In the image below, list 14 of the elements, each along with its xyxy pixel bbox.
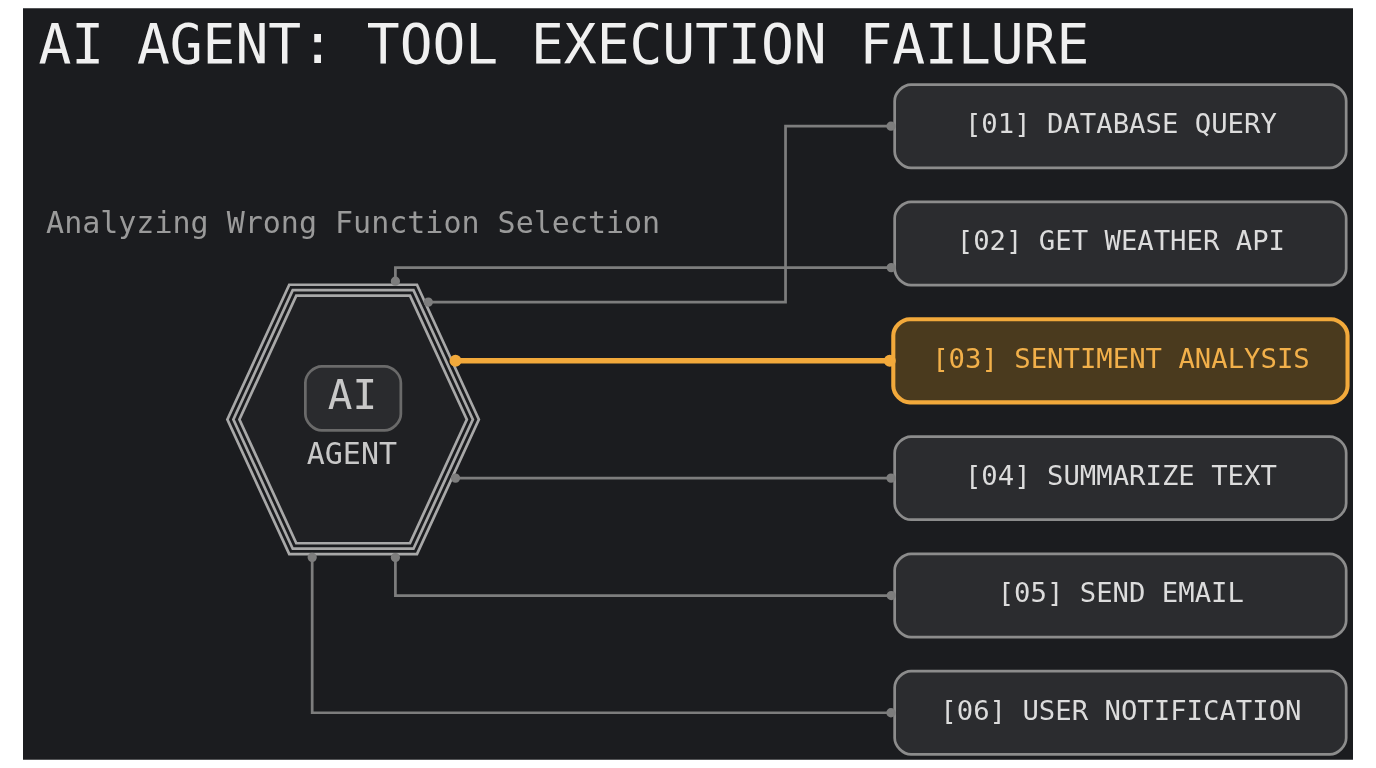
node-box: [02] GET WEATHER API [893,200,1348,287]
connector [423,121,896,307]
node-box: [01] DATABASE QUERY [893,83,1348,170]
label: Analyzing Wrong Function Selection [46,205,661,241]
connector [390,262,896,286]
node-box: [04] SUMMARIZE TEXT [893,435,1348,522]
connector [449,354,896,367]
node-box: [03] SENTIMENT ANALYSIS [891,317,1350,405]
node-box: [05] SEND EMAIL [893,552,1348,639]
connector [450,473,896,483]
connector [307,552,896,718]
diagram-title: AI AGENT: TOOL EXECUTION FAILURE [38,11,1090,76]
node-box: [06] USER NOTIFICATION [893,669,1348,756]
connector [390,552,896,601]
